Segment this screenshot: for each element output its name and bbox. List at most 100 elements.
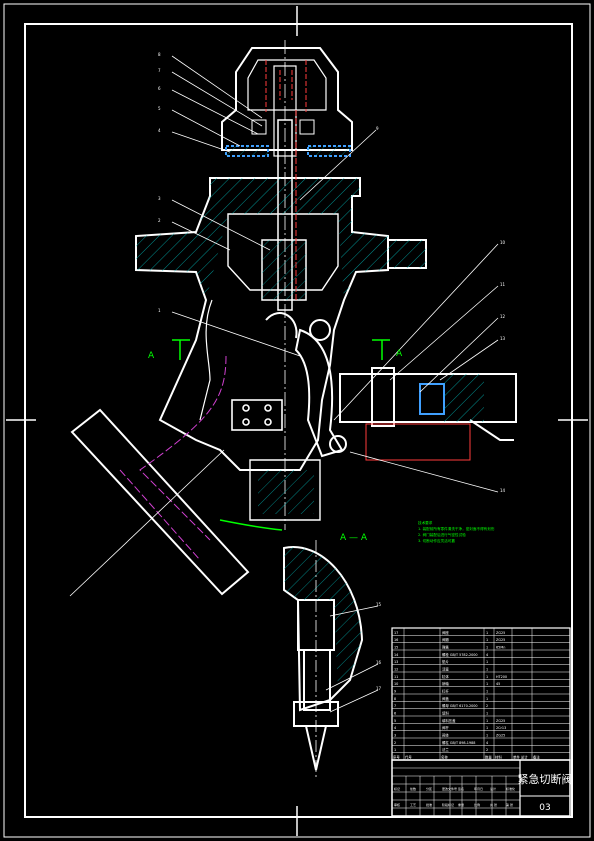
parts-cell-no: 13	[394, 660, 398, 664]
parts-cell-name: 填料	[442, 711, 449, 716]
balloon-2: 7	[158, 68, 161, 73]
parts-cell-no: 1	[394, 748, 396, 752]
parts-cell-no: 16	[394, 638, 398, 642]
parts-cell-no: 2	[394, 741, 396, 745]
sheet-border	[3, 3, 591, 838]
parts-cell-qty: 1	[486, 697, 488, 701]
parts-cell-name: 阀瓣	[442, 637, 449, 642]
title-block-cell: 签名	[458, 786, 464, 791]
section-hatch	[284, 546, 362, 690]
parts-cell-name: 螺栓 GB/T 5782-2000	[442, 652, 478, 657]
parts-cell-material: ZG25	[496, 734, 505, 738]
rotation-arrow	[219, 519, 283, 531]
balloon-17: 17	[376, 686, 382, 691]
parts-cell-name: 阀杆	[442, 725, 449, 730]
balloon-3: 6	[158, 86, 161, 91]
phantom-outline	[139, 355, 227, 541]
parts-cell-name: 活塞	[442, 667, 449, 672]
parts-cell-material: 45	[496, 682, 500, 686]
lever	[265, 312, 347, 458]
title-block-cell: 阶段标记	[442, 802, 454, 807]
note-line-3: 3. 切断动作应灵活可靠	[418, 538, 455, 543]
parts-cell-qty: 1	[486, 682, 488, 686]
title-block-cell: 共 张	[490, 802, 497, 807]
technical-notes: 技术要求 1. 装配前所有零件清洗干净，密封面不得有划伤 2. 阀门装配后进行气…	[418, 520, 495, 543]
parts-cell-name: 螺母 GB/T 6170-2000	[442, 703, 478, 708]
parts-cell-no: 9	[394, 690, 396, 694]
parts-cell-qty: 2	[486, 748, 488, 752]
title-block-cell: 比例	[474, 802, 480, 807]
parts-cell-qty: 1	[486, 719, 488, 723]
parts-cell-no: 10	[394, 682, 398, 686]
balloon-14: 14	[500, 488, 506, 493]
title-block-cell: 设计	[490, 786, 496, 791]
balloon-9: 9	[376, 126, 379, 131]
title-block-cell: 分区	[426, 786, 432, 791]
section-markers	[172, 339, 390, 360]
title-block-cell: 年月日	[474, 786, 483, 791]
parts-cell-qty: 4	[486, 653, 488, 657]
parts-header-cell: 名称	[441, 755, 448, 760]
section-label: A — A	[340, 533, 368, 543]
parts-cell-name: 填料压盖	[442, 718, 456, 723]
balloon-1: 8	[158, 52, 161, 57]
drawing-title: 紧急切断阀	[518, 772, 573, 786]
title-block: 标记处数分区更改文件号签名年月日设计标准化审核工艺批准阶段标记重量比例共 张第 …	[391, 759, 573, 817]
parts-cell-qty: 2	[486, 704, 488, 708]
title-block-cell: 工艺	[410, 802, 416, 807]
parts-cell-no: 14	[394, 653, 398, 657]
parts-cell-material: 2Cr13	[496, 726, 506, 730]
note-line-2: 2. 阀门装配后进行气密性试验	[418, 532, 466, 537]
view-marker-right: A	[396, 349, 403, 359]
parts-cell-name: 阀座	[442, 630, 449, 635]
title-block-cell: 批准	[426, 802, 432, 807]
spring-hatch	[226, 119, 350, 156]
bonnet-hidden	[265, 60, 307, 112]
parts-cell-no: 3	[394, 734, 396, 738]
parts-cell-material: ZG25	[496, 719, 505, 723]
notes-heading: 技术要求	[418, 520, 433, 525]
parts-cell-material: 65Mn	[496, 646, 505, 650]
title-block-cell: 重量	[458, 802, 464, 807]
title-block-cell: 处数	[410, 786, 416, 791]
parts-cell-qty: 1	[486, 646, 488, 650]
support-block	[231, 399, 283, 431]
balloon-16: 16	[376, 660, 382, 665]
parts-cell-name: 阀体	[442, 733, 449, 738]
parts-cell-name: 缸体	[442, 674, 449, 679]
parts-header-cell: 材料	[495, 755, 502, 760]
seat-hatch	[258, 470, 314, 514]
parts-header-cell: 备注	[533, 755, 540, 760]
parts-cell-no: 11	[394, 675, 398, 679]
balloon-5: 4	[158, 128, 161, 133]
parts-cell-qty: 1	[486, 638, 488, 642]
balloon-15: 15	[376, 602, 382, 607]
parts-cell-material: ZG25	[496, 631, 505, 635]
title-block-cell: 第 张	[506, 802, 513, 807]
parts-cell-name: 法兰	[442, 747, 449, 752]
balloon-4: 5	[158, 106, 161, 111]
parts-header-cell: 单件 总计	[513, 755, 528, 760]
parts-cell-no: 17	[394, 631, 398, 635]
body-hatching	[136, 178, 426, 300]
parts-cell-material: HT200	[496, 675, 507, 679]
title-block-cell: 标记	[394, 786, 400, 791]
parts-cell-no: 8	[394, 697, 396, 701]
parts-cell-no: 6	[394, 712, 396, 716]
balloon-8: 1	[158, 308, 161, 313]
parts-cell-name: 阀盖	[442, 696, 449, 701]
cylinder-hidden	[365, 423, 471, 461]
parts-cell-qty: 1	[486, 631, 488, 635]
parts-cell-qty: 1	[486, 712, 488, 716]
parts-cell-no: 15	[394, 646, 398, 650]
parts-cell-qty: 1	[486, 734, 488, 738]
parts-cell-name: 垫片	[442, 659, 449, 664]
parts-cell-qty: 1	[486, 660, 488, 664]
parts-cell-qty: 1	[486, 675, 488, 679]
title-block-cell: 审核	[394, 802, 400, 807]
balloon-11: 11	[500, 282, 506, 287]
parts-cell-qty: 1	[486, 690, 488, 694]
balloon-6: 3	[158, 196, 161, 201]
parts-cell-name: 杠杆	[442, 689, 449, 694]
